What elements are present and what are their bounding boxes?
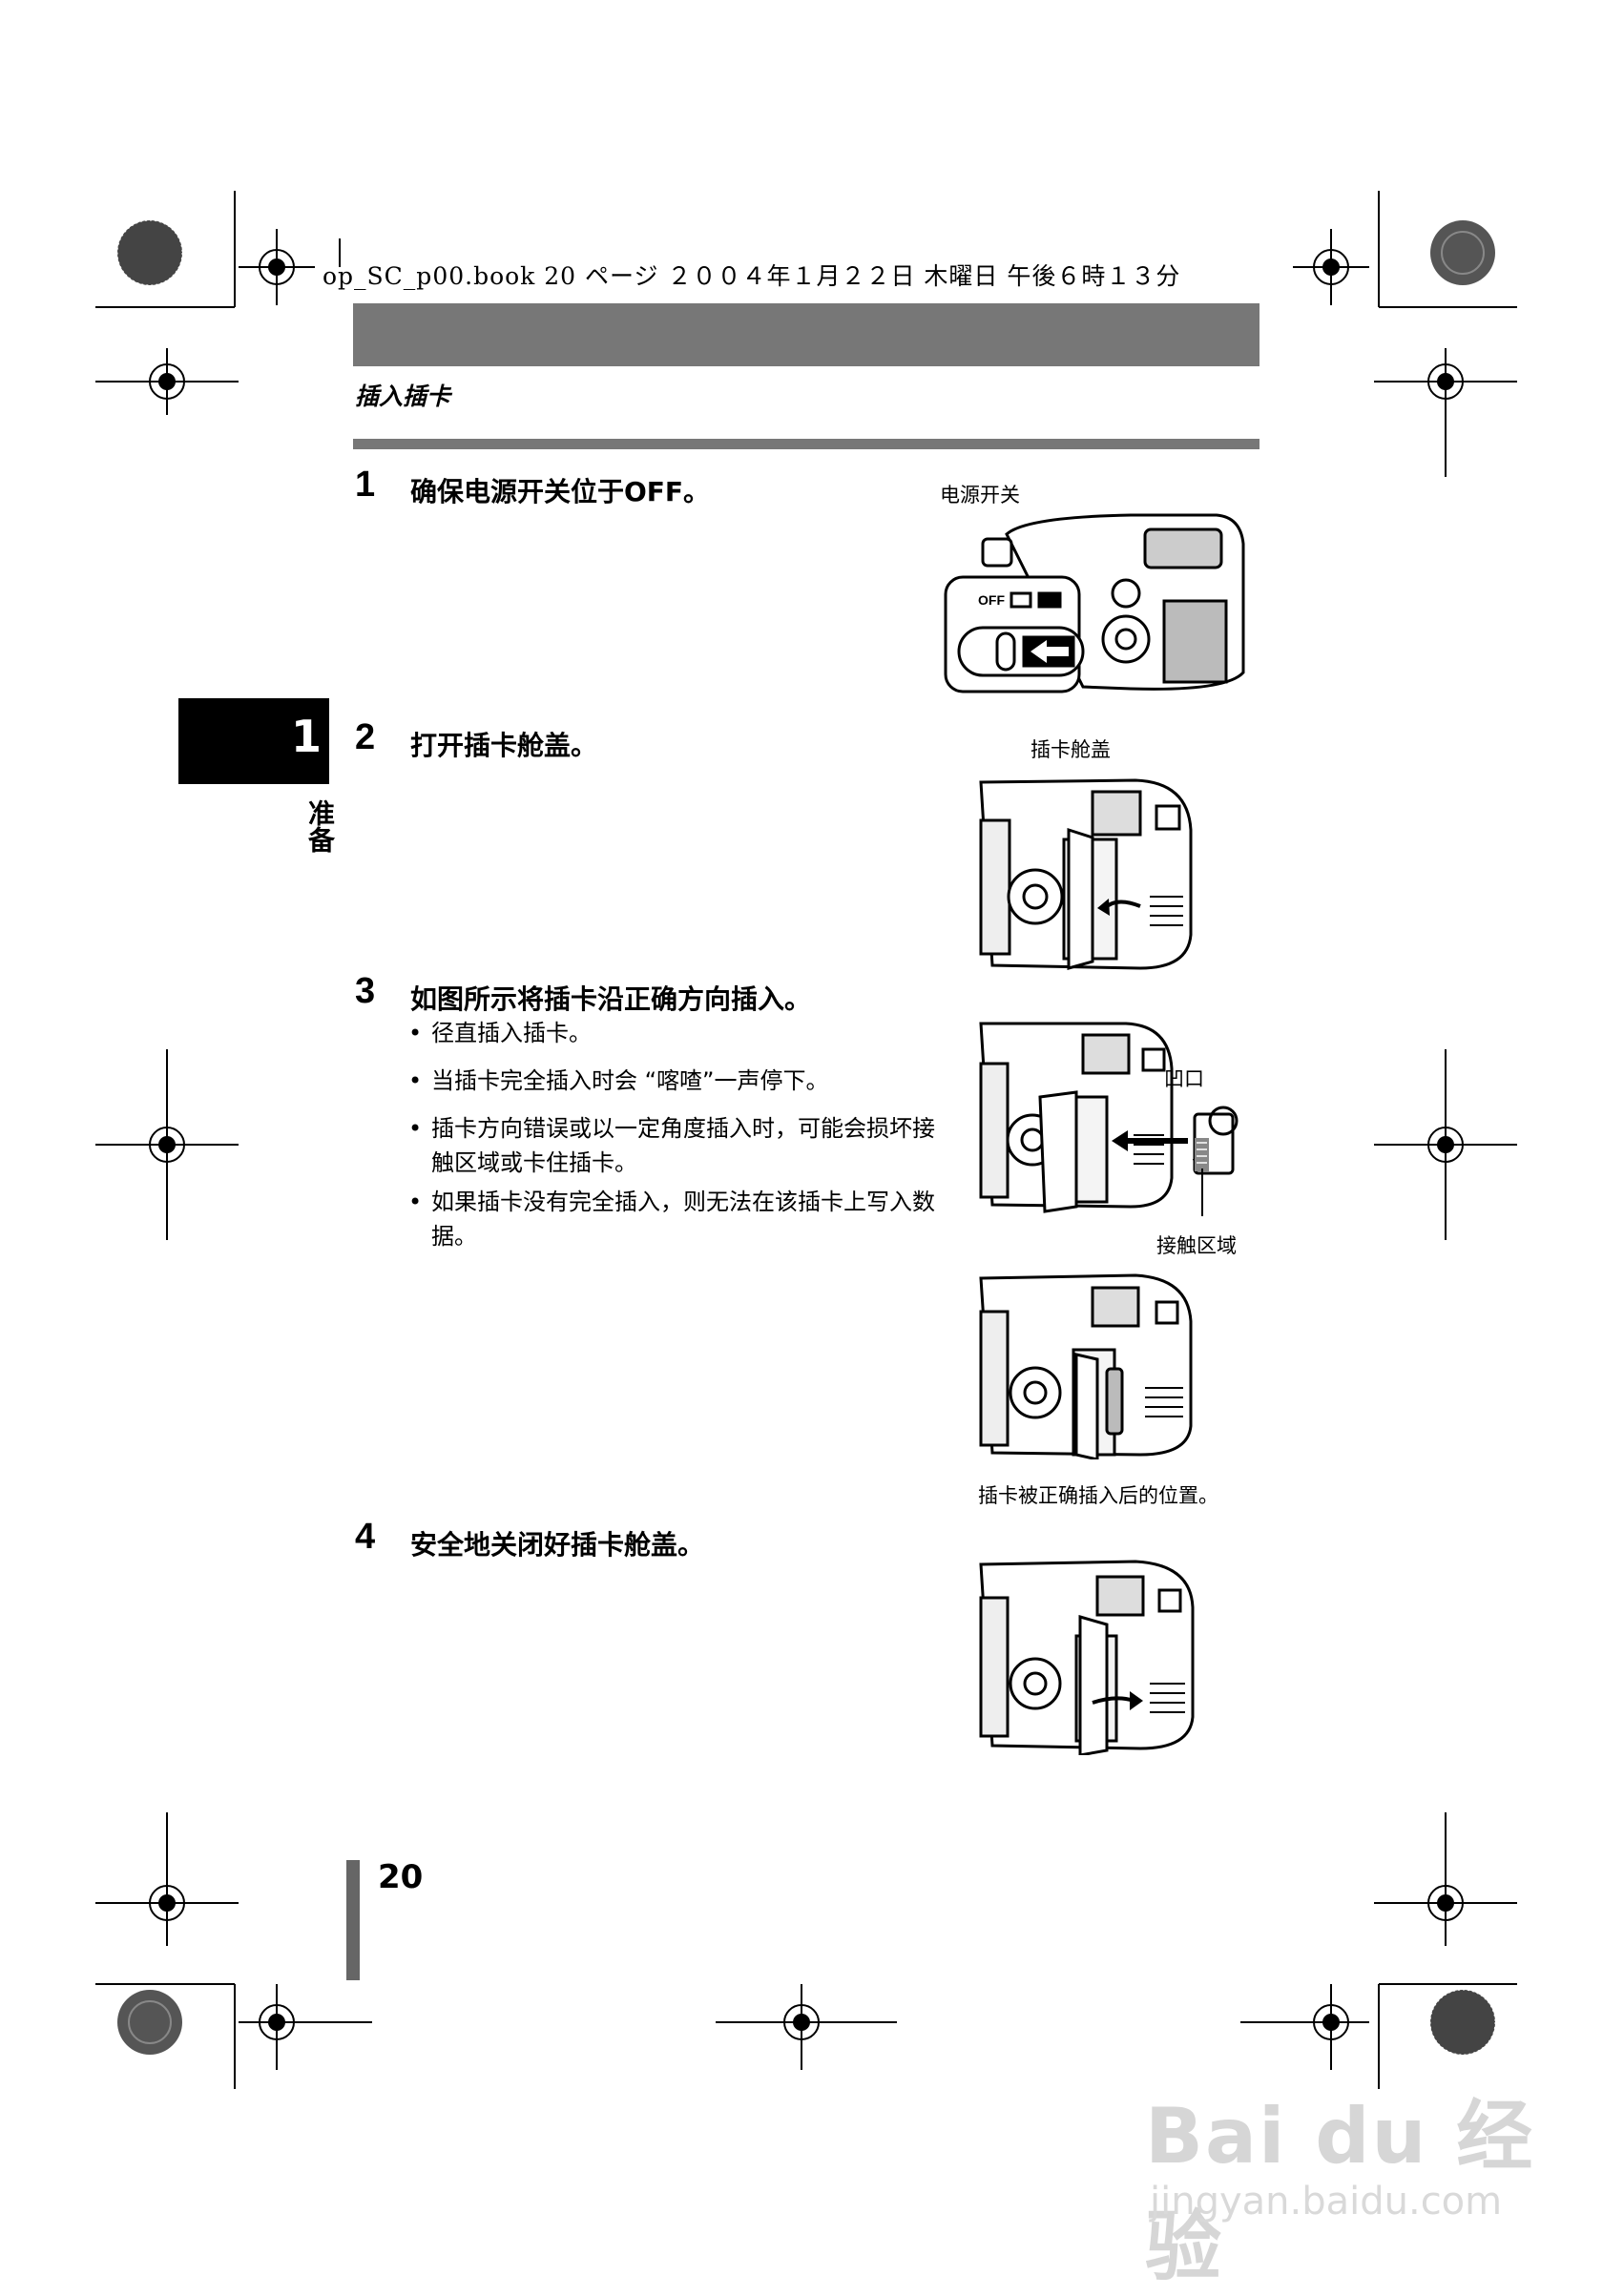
divider-bar — [353, 439, 1260, 449]
svg-text:OFF: OFF — [978, 592, 1005, 608]
page-number-bar — [346, 1860, 360, 1980]
print-header: op_SC_p00.book 20 ページ ２００４年１月２２日 木曜日 午後６… — [323, 262, 1181, 290]
step-2-text: 打开插卡舱盖。 — [410, 730, 598, 761]
bullet-item: •当插卡完全插入时会 “喀喳”一声停下。 — [408, 1067, 829, 1094]
card-inserted-illustration — [979, 1273, 1193, 1459]
inserted-position-caption: 插卡被正确插入后的位置。 — [978, 1484, 1218, 1507]
notch-caption: 凹口 — [1164, 1067, 1204, 1090]
bullet-item: •插卡方向错误或以一定角度插入时，可能会损坏接触区域或卡住插卡。 — [408, 1115, 935, 1176]
step-1-number: 1 — [355, 465, 376, 505]
insert-card-illustration — [979, 1022, 1239, 1216]
title-bar — [353, 303, 1260, 366]
open-card-cover-illustration — [979, 778, 1193, 970]
step-1-text: 确保电源开关位于OFF。 — [410, 476, 711, 507]
chapter-label: 准备 — [304, 799, 336, 853]
bullet-item: •径直插入插卡。 — [408, 1020, 592, 1046]
close-card-cover-illustration — [979, 1560, 1195, 1755]
page-number: 20 — [378, 1858, 424, 1896]
step-4-number: 4 — [355, 1517, 376, 1557]
bullet-item: •如果插卡没有完全插入，则无法在该插卡上写入数据。 — [408, 1189, 935, 1250]
step-3-text: 如图所示将插卡沿正确方向插入。 — [410, 983, 812, 1015]
step-4-text: 安全地关闭好插卡舱盖。 — [410, 1529, 705, 1561]
chapter-number: 1 — [291, 711, 323, 762]
step-2-number: 2 — [355, 717, 376, 757]
step-3-number: 3 — [355, 971, 376, 1011]
card-cover-caption: 插卡舱盖 — [1030, 738, 1111, 761]
chapter-tab — [178, 698, 329, 784]
power-switch-illustration: OFF — [944, 513, 1245, 693]
contact-area-caption: 接触区域 — [1156, 1234, 1237, 1257]
watermark-url: jingyan.baidu.com — [1150, 2180, 1503, 2224]
power-switch-caption: 电源开关 — [940, 484, 1020, 507]
section-title: 插入插卡 — [355, 383, 451, 410]
